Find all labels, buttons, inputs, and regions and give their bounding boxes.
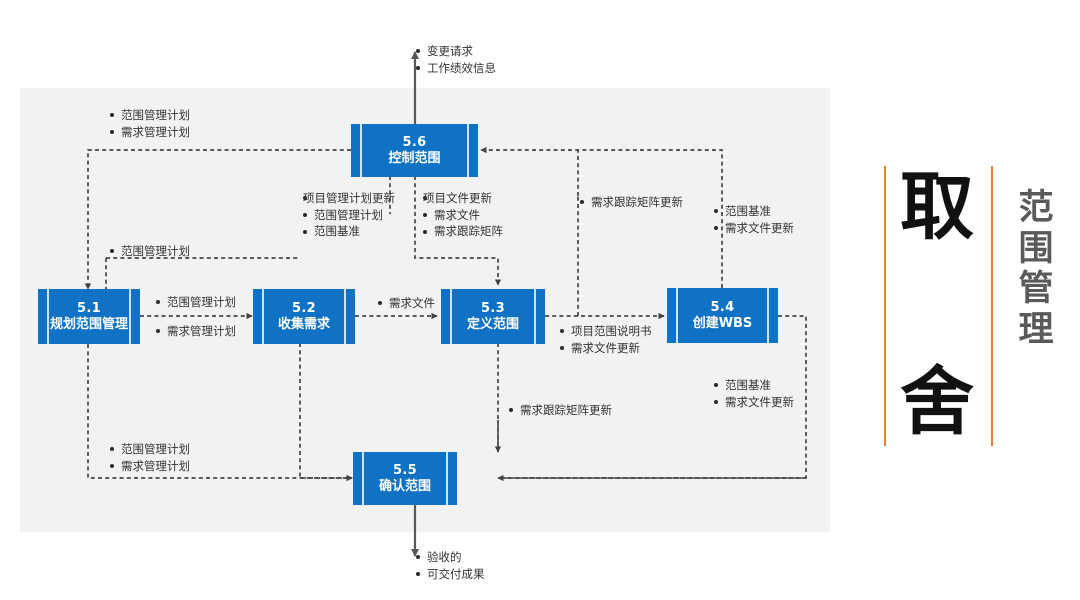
box-divider-right	[446, 452, 448, 505]
label-line: 范围管理计划	[110, 107, 190, 124]
label-top-output: 变更请求 工作绩效信息	[416, 43, 496, 76]
accent-rule-right	[991, 166, 993, 446]
label-rtm-update-upper: 需求跟踪矩阵更新	[580, 194, 683, 211]
label-line: 范围管理计划	[110, 441, 190, 458]
process-number: 5.1	[77, 301, 101, 317]
process-name: 控制范围	[388, 150, 441, 166]
title-char-top: 取	[900, 164, 974, 250]
label-line: 需求文件更新	[714, 220, 794, 237]
label-line: 范围管理计划	[303, 207, 395, 224]
label-line: 范围基准	[303, 223, 395, 240]
accent-rule-left	[884, 166, 886, 446]
label-line: 需求文件	[378, 295, 435, 312]
label-bottom-output: 验收的 可交付成果	[416, 549, 485, 582]
box-divider-right	[767, 288, 769, 343]
process-number: 5.4	[710, 300, 735, 316]
box-divider-left	[676, 288, 678, 343]
label-line: 范围基准	[714, 377, 794, 394]
label-scope-baseline-lower: 范围基准 需求文件更新	[714, 377, 794, 410]
label-rtm-update-lower: 需求跟踪矩阵更新	[509, 402, 612, 419]
box-divider-right	[534, 289, 536, 344]
process-box-5-3[interactable]: 5.3 定义范围	[441, 289, 545, 344]
process-name: 收集需求	[277, 316, 330, 332]
label-collect-to-define: 需求文件	[378, 295, 435, 312]
process-name: 创建WBS	[692, 315, 753, 331]
process-name: 确认范围	[378, 478, 431, 494]
label-line: 验收的	[416, 549, 485, 566]
label-line: 需求文件更新	[560, 340, 652, 357]
label-line: 需求管理计划	[110, 458, 190, 475]
label-define-to-wbs: 项目范围说明书 需求文件更新	[560, 323, 652, 356]
label-line: 需求跟踪矩阵更新	[509, 402, 612, 419]
label-project-doc-update: 项目文件更新 需求文件 需求跟踪矩阵	[423, 190, 503, 240]
label-heading: 项目管理计划更新	[303, 191, 395, 205]
label-mid-left-feedback: 范围管理计划	[110, 243, 190, 260]
label-line: 需求跟踪矩阵更新	[580, 194, 683, 211]
process-number: 5.5	[393, 463, 417, 479]
process-box-5-5[interactable]: 5.5 确认范围	[353, 452, 457, 505]
box-divider-left	[362, 452, 364, 505]
process-number: 5.6	[402, 135, 427, 151]
process-box-5-2[interactable]: 5.2 收集需求	[253, 289, 355, 344]
label-line: 范围管理计划	[156, 294, 236, 311]
process-name: 定义范围	[466, 316, 519, 332]
box-divider-left	[360, 124, 362, 177]
process-number: 5.2	[292, 301, 316, 317]
label-line: 需求文件	[423, 207, 503, 224]
label-top-left-feedback: 范围管理计划 需求管理计划	[110, 107, 190, 140]
box-divider-right	[467, 124, 469, 177]
label-line: 可交付成果	[416, 566, 485, 583]
label-line: 工作绩效信息	[416, 60, 496, 77]
label-line: 需求管理计划	[110, 124, 190, 141]
box-divider-right	[344, 289, 346, 344]
label-scope-baseline-upper: 范围基准 需求文件更新	[714, 203, 794, 236]
process-number: 5.3	[481, 301, 505, 317]
box-divider-left	[47, 289, 49, 344]
label-line: 范围管理计划	[110, 243, 190, 260]
label-line: 项目范围说明书	[560, 323, 652, 340]
box-divider-right	[129, 289, 131, 344]
process-box-5-4[interactable]: 5.4 创建WBS	[667, 288, 778, 343]
title-char-bottom: 舍	[900, 359, 974, 445]
label-line: 变更请求	[416, 43, 496, 60]
process-box-5-1[interactable]: 5.1 规划范围管理	[38, 289, 140, 344]
label-plan-to-collect: 范围管理计划 需求管理计划	[156, 294, 236, 339]
label-line: 需求管理计划	[156, 323, 236, 340]
label-line: 需求文件更新	[714, 394, 794, 411]
label-bottom-left-feedback: 范围管理计划 需求管理计划	[110, 441, 190, 474]
label-line: 范围基准	[714, 203, 794, 220]
box-divider-left	[450, 289, 452, 344]
box-divider-left	[262, 289, 264, 344]
label-pm-plan-update: 项目管理计划更新 范围管理计划 范围基准	[303, 190, 395, 240]
label-heading: 项目文件更新	[423, 190, 503, 207]
title-side-vertical: 范围管理	[1018, 188, 1054, 350]
process-name: 规划范围管理	[49, 316, 128, 332]
label-line: 需求跟踪矩阵	[423, 223, 503, 240]
process-box-5-6[interactable]: 5.6 控制范围	[351, 124, 478, 177]
